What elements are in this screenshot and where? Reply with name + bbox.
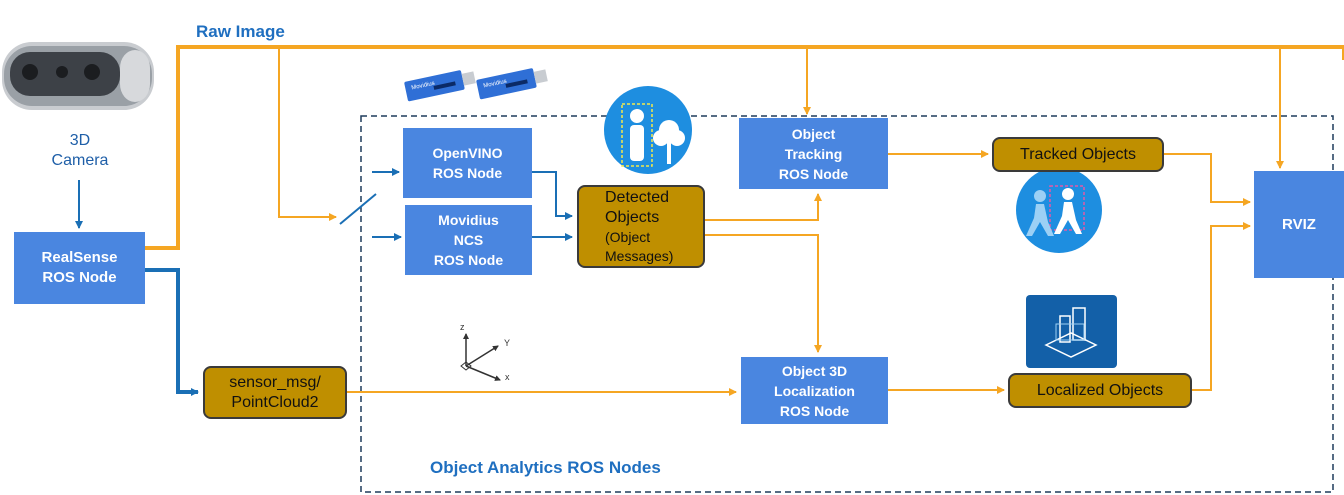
raw-image-flow — [145, 45, 1344, 250]
3d-localization-icon — [1026, 295, 1117, 368]
input-switch — [339, 193, 377, 225]
axis-y-label: Y — [504, 338, 510, 348]
object-3d-localization-ros-node[interactable]: Object 3D Localization ROS Node — [741, 357, 888, 424]
detected-to-tracking — [705, 193, 822, 221]
object-tracking-ros-node[interactable]: Object Tracking ROS Node — [739, 118, 888, 189]
3d-axis-icon: z Y x — [460, 322, 510, 382]
movidius-ncs-ros-node[interactable]: Movidius NCS ROS Node — [405, 205, 532, 275]
raw-to-switch — [278, 47, 337, 221]
tracked-to-rviz — [1164, 153, 1251, 206]
rviz-node[interactable]: RVIZ — [1254, 171, 1344, 278]
localized-to-rviz — [1192, 222, 1251, 391]
object-detection-icon — [604, 86, 692, 174]
detected-objects-message[interactable]: Detected Objects (Object Messages) — [577, 185, 705, 268]
axis-x-label: x — [505, 372, 510, 382]
detected-objects-title: Detected Objects — [605, 188, 670, 226]
detected-objects-subtitle: (Object Messages) — [605, 228, 674, 264]
usb-brand-text: Movidius — [411, 81, 435, 92]
camera-label: 3D Camera — [51, 132, 109, 169]
detected-to-localization — [705, 234, 822, 353]
object-analytics-group-border — [360, 115, 1334, 493]
tracking-people-icon — [1016, 167, 1102, 253]
openvino-to-detected — [532, 171, 573, 220]
usb-brand-text: Movidius — [483, 79, 507, 90]
movidius-usb-stick-icon: Movidius Movidius — [404, 68, 548, 102]
realsense-camera-image — [2, 42, 154, 110]
tracked-objects-message[interactable]: Tracked Objects — [992, 137, 1164, 172]
group-label: Object Analytics ROS Nodes — [430, 458, 661, 477]
localized-objects-message[interactable]: Localized Objects — [1008, 373, 1192, 408]
pointcloud-message[interactable]: sensor_msg/ PointCloud2 — [203, 366, 347, 419]
raw-image-label: Raw Image — [196, 22, 285, 41]
realsense-to-pointcloud — [145, 268, 199, 396]
openvino-ros-node[interactable]: OpenVINO ROS Node — [403, 128, 532, 198]
axis-z-label: z — [460, 322, 465, 332]
realsense-ros-node[interactable]: RealSense ROS Node — [14, 232, 145, 304]
